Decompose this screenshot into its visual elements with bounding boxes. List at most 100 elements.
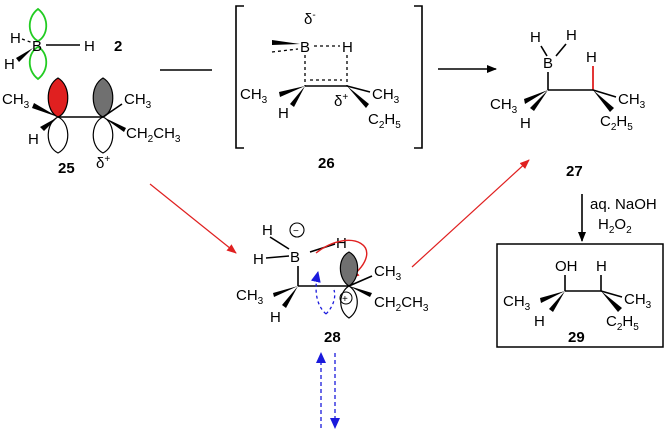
partial-negative-charge: δ- [304,10,316,28]
compound-29: OH H CH3 H CH3 C2H5 29 [496,243,664,348]
partial-positive-charge: δ+ [334,92,348,110]
atom-h: H [566,27,577,44]
reaction-arrow-to-27 [411,159,530,268]
hydride-shift-arrow [315,239,368,279]
ethyl-label: C2H5 [600,113,633,133]
bond [269,236,290,250]
wedge-bond [601,291,622,312]
wedge-bond [282,286,298,308]
wedge-bond [549,291,565,312]
atom-h: H [262,222,273,239]
methyl-label: CH3 [624,291,652,311]
reaction-arrow-to-28 [149,183,237,254]
hashed-bond [524,90,548,104]
hyperconjugation-arrow-tail [325,289,336,315]
atom-h: H [534,313,545,330]
compound-number: 26 [318,155,335,172]
bracket-right [414,5,423,149]
ethyl-label: CH2CH3 [374,294,429,314]
hashed-bond [279,86,305,97]
methyl-label: CH3 [503,293,531,313]
wedge-bond [40,117,58,131]
wedge-bond [349,286,372,297]
compound-26-transition-state: δ- B H CH3 H δ+ CH3 C2H5 26 [235,5,423,172]
compound-number: 28 [324,329,341,346]
p-orbital-shaded-lobe [339,251,359,287]
p-orbital-lower-lobe [28,45,48,81]
atom-h: H [278,105,289,122]
p-orbital-filled-lobe [47,77,69,118]
wedge-bond [530,90,548,111]
atom-h: H [28,131,39,148]
partial-positive-charge: δ+ [96,154,110,172]
methyl-label: CH3 [124,91,152,111]
ethyl-label: C2H5 [606,313,639,333]
atom-h: H [270,309,281,326]
methyl-label: CH3 [2,91,30,111]
bond [540,45,548,57]
atom-h: H [10,30,21,47]
negative-charge: − [293,226,299,237]
p-orbital-empty-lobe [47,116,69,154]
methyl-label: CH3 [374,263,402,283]
wedge-bond [290,86,305,107]
bracket-left [235,5,244,149]
methyl-label: CH3 [240,86,268,106]
bond [265,255,290,259]
methyl-label: CH3 [490,96,518,116]
methyl-label: CH3 [372,86,400,106]
compound-number: 25 [58,160,75,177]
compound-number: 27 [566,163,583,180]
hashed-bond [21,38,34,44]
reagent-label: aq. NaOH [590,196,657,213]
atom-h: H [4,56,15,73]
wedge-bond [103,117,126,132]
reagent-label: H2O2 [598,216,632,236]
ethyl-label: CH2CH3 [126,125,181,145]
ethyl-label: C2H5 [368,111,401,131]
compound-number: 2 [114,38,122,55]
negative-charge-circle [289,222,305,238]
compound-25: CH3 H CH3 CH2CH3 25 δ+ [2,77,181,177]
bond [102,103,123,118]
atom-b: B [300,39,310,56]
atom-h: H [84,38,95,55]
compound-28: H H B − H CH3 H + CH3 CH2CH3 28 [236,222,429,346]
wedge-bond [593,90,614,112]
methyl-label: CH3 [618,91,646,111]
atom-h: H [253,251,264,268]
compound-number: 29 [568,329,585,346]
p-orbital-empty-lobe [92,116,114,154]
hashed-bond [273,286,298,297]
bond [348,275,373,287]
atom-h: H [342,39,353,56]
hashed-bond [32,103,58,117]
hydroxyl-label: OH [555,258,578,275]
wedge-bond [272,40,300,45]
positive-charge: + [342,294,348,305]
compound-27: H H B H CH3 H CH3 C2H5 27 [490,27,646,180]
atom-b: B [290,249,300,266]
atom-h: H [530,29,541,46]
atom-h: H [586,49,597,66]
hashed-bond [271,48,299,53]
atom-b: B [32,38,42,55]
atom-h: H [336,235,347,252]
bond [600,290,623,298]
bond [555,43,567,57]
bond [346,85,371,93]
p-orbital-shaded-lobe [92,77,114,118]
atom-h: H [596,258,607,275]
p-orbital-upper-lobe [28,7,48,43]
p-orbital-empty-lobe [340,285,358,319]
bond [592,89,617,98]
hashed-bond [540,291,565,303]
atom-h: H [520,115,531,132]
wedge-bond [16,48,33,62]
atom-b: B [543,55,553,72]
product-box [496,243,664,348]
compound-2: H B H H 2 [4,7,122,81]
wedge-bond [347,86,369,108]
